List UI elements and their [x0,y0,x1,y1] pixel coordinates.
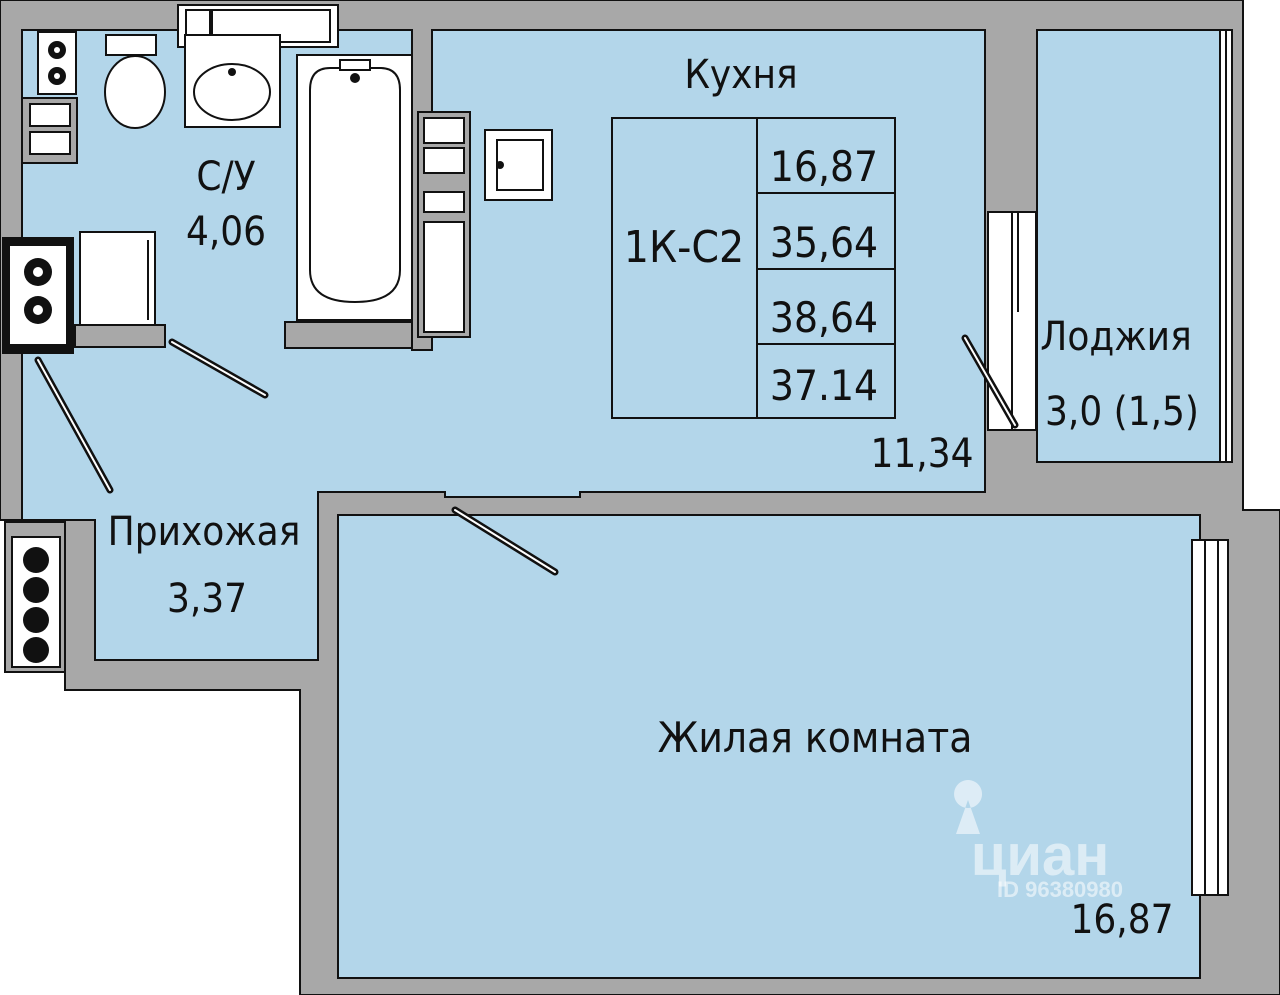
watermark-id: ID 96380980 [997,877,1123,902]
bathroom-area: 4,06 [186,209,266,255]
summary-value-2: 35,64 [770,218,878,267]
summary-value-3: 38,64 [770,293,878,342]
living-room-name: Жилая комната [658,713,973,762]
washing-machine-icon [79,231,156,328]
location-pin-icon [954,780,983,834]
window-living-room [1191,539,1229,896]
hallway-area: 3,37 [167,576,247,622]
hallway-name: Прихожая [108,509,301,555]
kitchen-sink-icon [484,129,553,201]
kitchen-name: Кухня [684,52,797,98]
bathroom-name: С/У [196,154,255,200]
window-loggia-exterior [1219,29,1233,463]
bathroom-ledge [74,324,166,348]
stove-icon [2,237,74,354]
water-meter-icon [37,31,77,95]
toilet-icon [104,34,166,129]
floor-living-room [337,514,1201,979]
bathtub-icon [296,54,413,321]
loggia-name: Лоджия [1040,314,1191,360]
apartment-summary-table: 1К-С2 16,87 35,64 38,64 37.14 [611,117,896,419]
washbasin-icon [184,34,281,128]
electric-panel-icon [21,97,78,164]
kitchen-cabinet-icon [417,111,471,338]
living-room-area: 16,87 [1071,897,1174,943]
summary-value-4: 37.14 [770,361,878,410]
door-swings-inner [37,337,1016,573]
bathtub-ledge [284,321,413,349]
kitchen-area: 11,34 [871,431,974,477]
loggia-area: 3,0 (1,5) [1045,389,1199,435]
watermark-brand: циан [971,823,1110,888]
cian-watermark: циан ID 96380980 [954,780,1123,902]
apartment-type: 1К-С2 [624,222,744,273]
summary-value-1: 16,87 [770,142,878,191]
ventilation-icon [4,521,66,673]
